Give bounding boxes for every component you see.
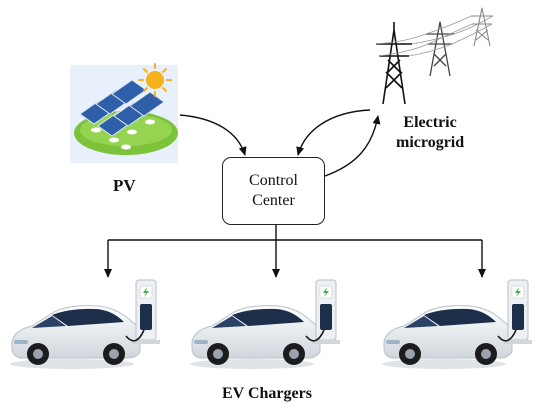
ev-charger-unit: [190, 279, 340, 369]
arrow-pv-to-control: [179, 114, 247, 156]
charging-station-icon: [305, 279, 340, 344]
electric-car-icon: [10, 305, 141, 369]
arrow-grid-to-control: [296, 109, 371, 156]
charging-station-icon: [125, 279, 160, 344]
flow-arrows: [104, 109, 486, 278]
ev-charger-unit: [10, 279, 160, 369]
ev-charger-unit: [382, 279, 532, 369]
microgrid-label-line2: microgrid: [396, 134, 465, 151]
control-center-line2: Center: [252, 192, 295, 209]
charging-station-icon: [497, 279, 532, 344]
sun-icon: [138, 63, 172, 97]
power-tower-icon: [375, 7, 494, 105]
control-center-box: Control Center: [222, 157, 325, 225]
arrow-control-to-grid: [324, 115, 381, 177]
electric-car-icon: [382, 305, 513, 369]
electric-car-icon: [190, 305, 321, 369]
microgrid-label-line1: Electric: [403, 114, 457, 131]
pv-label: PV: [113, 176, 136, 195]
control-center-line1: Control: [249, 172, 298, 189]
microgrid-label: Electric microgrid: [396, 113, 464, 153]
ev-chargers-label: EV Chargers: [222, 385, 312, 402]
